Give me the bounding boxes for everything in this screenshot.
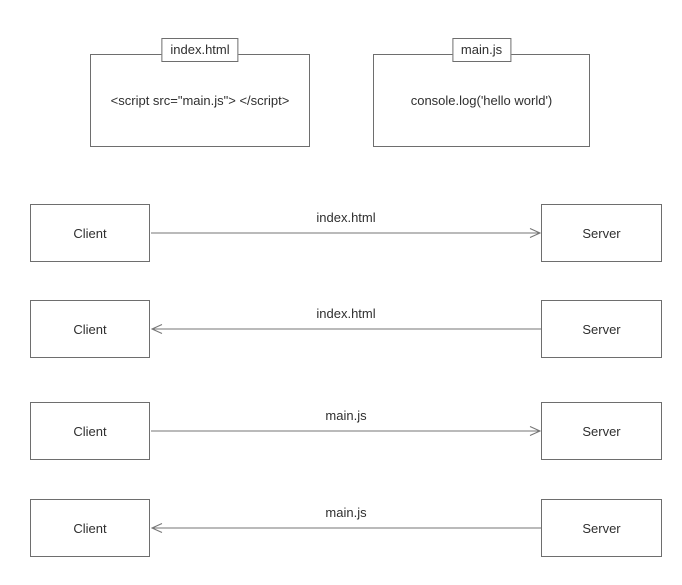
arrow-connector: main.js bbox=[151, 402, 541, 460]
client-node: Client bbox=[30, 300, 150, 358]
exchange-row: Client main.js Server bbox=[0, 499, 682, 557]
arrowhead-left-icon bbox=[151, 324, 163, 334]
client-node: Client bbox=[30, 499, 150, 557]
client-node: Client bbox=[30, 204, 150, 262]
arrow-label: main.js bbox=[325, 505, 367, 520]
arrowhead-left-icon bbox=[151, 523, 163, 533]
server-node: Server bbox=[541, 499, 662, 557]
file-content-main-js: console.log('hello world') bbox=[410, 93, 553, 108]
arrowhead-right-icon bbox=[529, 426, 541, 436]
exchange-row: Client main.js Server bbox=[0, 402, 682, 460]
arrow-label: main.js bbox=[325, 408, 367, 423]
arrow-connector: index.html bbox=[151, 300, 541, 358]
arrow-line bbox=[151, 228, 541, 238]
file-box-main-js: main.js console.log('hello world') bbox=[373, 38, 590, 147]
server-node: Server bbox=[541, 402, 662, 460]
arrow-label: index.html bbox=[316, 306, 376, 321]
client-node: Client bbox=[30, 402, 150, 460]
file-content-index-html: <script src="main.js"> </script> bbox=[110, 93, 290, 108]
exchange-row: Client index.html Server bbox=[0, 300, 682, 358]
arrow-label: index.html bbox=[316, 210, 376, 225]
arrow-line bbox=[151, 426, 541, 436]
exchange-row: Client index.html Server bbox=[0, 204, 682, 262]
arrow-connector: main.js bbox=[151, 499, 541, 557]
arrow-line bbox=[151, 523, 541, 533]
arrow-connector: index.html bbox=[151, 204, 541, 262]
file-tab-main-js: main.js bbox=[451, 38, 512, 62]
arrow-line bbox=[151, 324, 541, 334]
server-node: Server bbox=[541, 300, 662, 358]
file-box-index-html: index.html <script src="main.js"> </scri… bbox=[90, 38, 310, 147]
file-tab-index-html: index.html bbox=[161, 38, 239, 62]
arrowhead-right-icon bbox=[529, 228, 541, 238]
server-node: Server bbox=[541, 204, 662, 262]
